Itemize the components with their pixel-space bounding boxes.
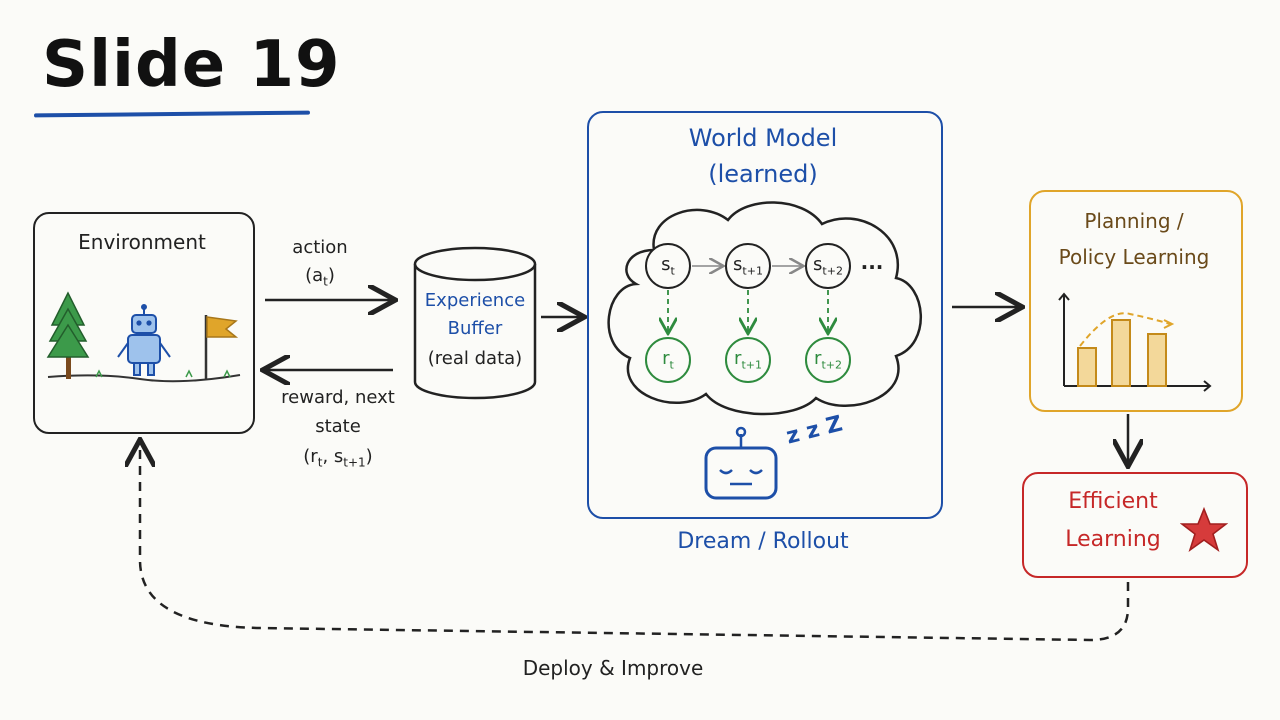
- planning-line2: Policy Learning: [1058, 245, 1210, 269]
- reward-symbol: (rt, st+1): [303, 446, 373, 470]
- world-model-title-2: (learned): [708, 160, 818, 188]
- slide-title: Slide 19: [42, 28, 341, 102]
- rollout-chain: [645, 243, 851, 383]
- tree-icon: [46, 291, 90, 379]
- efficient-line2: Learning: [1065, 527, 1161, 552]
- grass-icon: [95, 369, 231, 378]
- reward-label-line1: reward, next: [281, 387, 395, 408]
- deploy-label: Deploy & Improve: [522, 656, 704, 680]
- state-label-2: st+2: [813, 254, 843, 278]
- state-label-0: st: [661, 254, 675, 278]
- reward-label-2: rt+2: [814, 348, 842, 372]
- sleeping-robot-icon: [704, 426, 778, 500]
- environment-illustration: [46, 291, 241, 383]
- state-node: [805, 243, 851, 289]
- reward-label-1: rt+1: [734, 348, 762, 372]
- state-node: [645, 243, 691, 289]
- star-icon: [1180, 506, 1228, 553]
- environment-label: Environment: [78, 230, 206, 254]
- reward-node: [645, 337, 691, 383]
- reward-node: [725, 337, 771, 383]
- experience-buffer-cylinder: [413, 246, 537, 400]
- reward-label-0: rt: [662, 348, 674, 372]
- world-model-caption: Dream / Rollout: [677, 529, 849, 554]
- action-symbol: (at): [305, 265, 335, 289]
- buffer-line1: Experience: [424, 290, 526, 311]
- planning-line1: Planning /: [1084, 209, 1184, 233]
- reward-label-line2: state: [315, 416, 361, 437]
- robot-icon: [117, 304, 171, 376]
- buffer-line2: Buffer: [447, 318, 503, 339]
- buffer-line3: (real data): [427, 348, 523, 369]
- state-node: [725, 243, 771, 289]
- state-label-1: st+1: [733, 254, 763, 278]
- world-model-title-1: World Model: [688, 124, 838, 152]
- action-label: action: [292, 237, 348, 258]
- deploy-loop-arrow: [140, 442, 1130, 642]
- flag-icon: [204, 315, 239, 379]
- policy-chart-icon: [1058, 292, 1212, 392]
- efficient-line1: Efficient: [1068, 489, 1158, 514]
- reward-node: [805, 337, 851, 383]
- state-ellipsis: ...: [860, 250, 884, 274]
